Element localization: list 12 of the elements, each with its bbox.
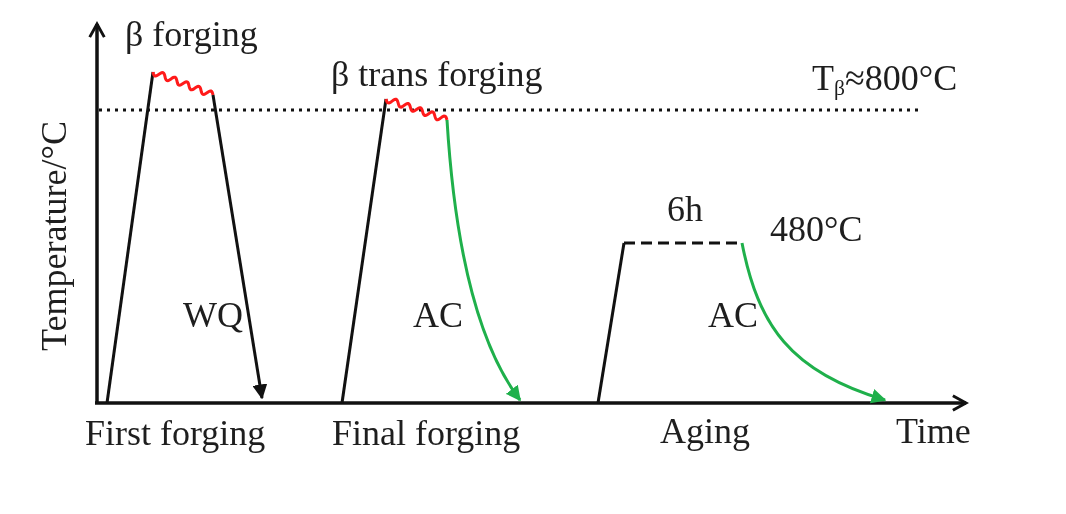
temperature-label: 480°C	[770, 211, 863, 247]
cooling-method-label: WQ	[183, 297, 243, 333]
stage-label: First forging	[85, 415, 266, 451]
stage-label: Final forging	[332, 415, 521, 451]
stage-label: β trans forging	[331, 56, 543, 92]
stage-label: Aging	[660, 413, 750, 449]
stage-label: β forging	[125, 16, 258, 52]
cooling-method-label: AC	[413, 297, 463, 333]
cooling-method-label: AC	[708, 297, 758, 333]
axis-title: Time	[896, 413, 971, 449]
duration-label: 6h	[667, 191, 703, 227]
axis-title: Temperature/°C	[36, 121, 72, 351]
